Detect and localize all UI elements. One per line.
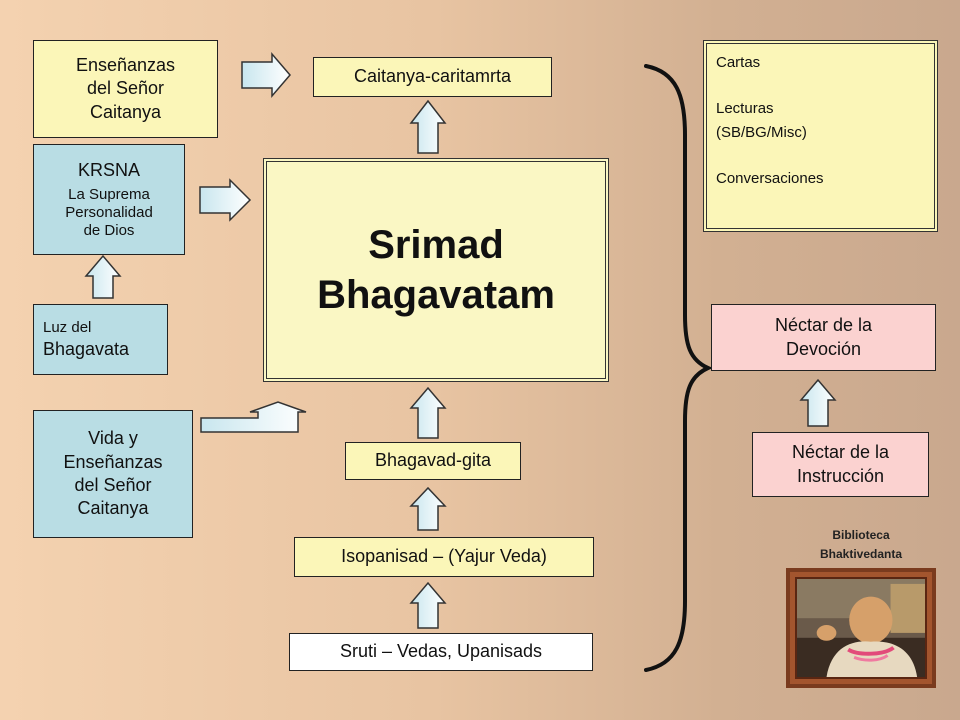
krsna-subtitle-2: Personalidad bbox=[65, 203, 153, 221]
luz-line-1: Luz del bbox=[43, 319, 92, 337]
arrow-ensenanzas-to-caitanya bbox=[241, 51, 291, 99]
vida-line-4: Caitanya bbox=[77, 498, 149, 519]
cartas-item-4: (SB/BG/Misc) bbox=[716, 123, 807, 141]
arrow-sb-to-caitanya bbox=[409, 99, 447, 154]
caitanya-caritamrta-box: Caitanya-caritamrta bbox=[313, 57, 552, 97]
nectar-instruccion-line-1: Néctar de la bbox=[791, 442, 890, 463]
cartas-box: Cartas Lecturas (SB/BG/Misc) Conversacio… bbox=[703, 40, 938, 232]
isopanisad-label: Isopanisad – (Yajur Veda) bbox=[341, 546, 547, 567]
isopanisad-box: Isopanisad – (Yajur Veda) bbox=[294, 537, 594, 577]
curly-brace bbox=[644, 64, 713, 672]
srimad-bhagavatam-box: Srimad Bhagavatam bbox=[263, 158, 609, 382]
arrow-instruccion-to-devocion bbox=[799, 378, 837, 427]
portrait-image bbox=[797, 579, 925, 677]
bhagavad-gita-box: Bhagavad-gita bbox=[345, 442, 521, 480]
caitanya-caritamrta-label: Caitanya-caritamrta bbox=[353, 66, 512, 87]
library-caption-line-2: Bhaktivedanta bbox=[819, 547, 903, 562]
nectar-devocion-box: Néctar de la Devoción bbox=[711, 304, 936, 371]
cartas-item-2 bbox=[716, 74, 925, 97]
luz-bhagavata-box: Luz del Bhagavata bbox=[33, 304, 168, 375]
nectar-devocion-line-2: Devoción bbox=[785, 338, 862, 359]
vida-line-1: Vida y bbox=[88, 428, 138, 449]
cartas-item-5 bbox=[716, 144, 925, 167]
library-caption-line-1: Biblioteca bbox=[832, 528, 890, 542]
arrow-luz-to-krsna bbox=[84, 254, 122, 299]
arrow-gita-to-sb bbox=[409, 386, 447, 439]
vida-ensenanzas-box: Vida y Enseñanzas del Señor Caitanya bbox=[33, 410, 193, 538]
library-caption: Biblioteca Bhaktivedanta bbox=[786, 526, 936, 564]
krsna-title: KRSNA bbox=[77, 160, 140, 181]
arrow-vida-to-bhagavatam bbox=[200, 401, 307, 433]
bhagavad-gita-label: Bhagavad-gita bbox=[374, 450, 492, 471]
sruti-box: Sruti – Vedas, Upanisads bbox=[289, 633, 593, 671]
srimad-label: Srimad bbox=[368, 223, 504, 267]
cartas-item-6: Conversaciones bbox=[716, 169, 824, 187]
cartas-item-1: Cartas bbox=[716, 54, 761, 71]
krsna-subtitle-3: de Dios bbox=[83, 221, 135, 239]
ensenanzas-line-2: del Señor bbox=[86, 78, 165, 99]
ensenanzas-caitanya-box: Enseñanzas del Señor Caitanya bbox=[33, 40, 218, 138]
cartas-item-3: Lecturas bbox=[716, 100, 774, 118]
ensenanzas-line-1: Enseñanzas bbox=[75, 54, 176, 75]
arrow-krsna-to-bhagavatam bbox=[199, 178, 252, 222]
luz-line-2: Bhagavata bbox=[43, 338, 130, 359]
krsna-box: KRSNA La Suprema Personalidad de Dios bbox=[33, 144, 185, 255]
ensenanzas-line-3: Caitanya bbox=[89, 101, 162, 122]
nectar-devocion-line-1: Néctar de la bbox=[774, 315, 873, 336]
nectar-instruccion-box: Néctar de la Instrucción bbox=[752, 432, 929, 497]
portrait-photo bbox=[786, 568, 936, 688]
bhagavatam-label: Bhagavatam bbox=[317, 273, 555, 317]
vida-line-2: Enseñanzas bbox=[63, 451, 163, 472]
sruti-label: Sruti – Vedas, Upanisads bbox=[339, 641, 543, 662]
arrow-sruti-to-isopanisad bbox=[409, 581, 447, 629]
krsna-subtitle-1: La Suprema bbox=[68, 185, 150, 203]
arrow-isopanisad-to-gita bbox=[409, 486, 447, 531]
nectar-instruccion-line-2: Instrucción bbox=[796, 465, 885, 486]
vida-line-3: del Señor bbox=[74, 475, 152, 495]
